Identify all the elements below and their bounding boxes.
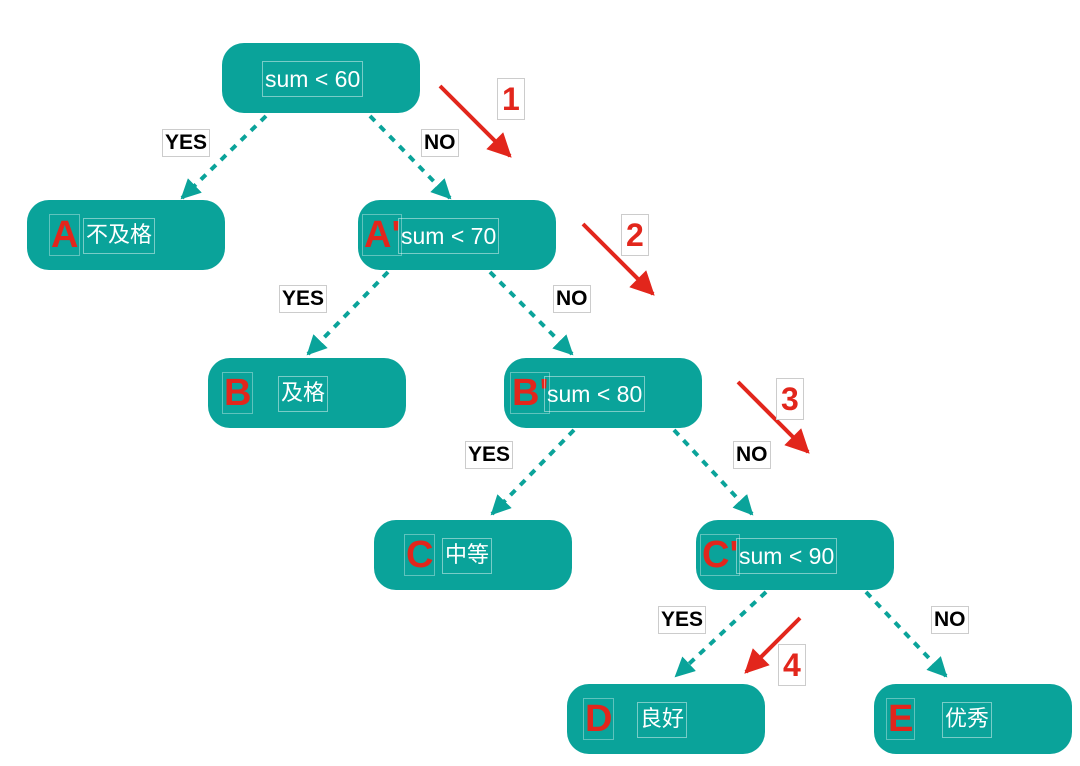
node-root: sum < 60 (222, 43, 420, 113)
node-c-prime-condition: sum < 90 (736, 538, 838, 574)
edge-b-prime-to-c (490, 428, 576, 516)
step-number-1: 1 (497, 78, 525, 120)
no-label-c-prime: NO (931, 606, 969, 634)
step-number-2: 2 (621, 214, 649, 256)
node-e-letter: E (886, 698, 916, 740)
node-d-letter: D (583, 698, 615, 740)
step-arrow-3 (736, 380, 810, 454)
no-label-root: NO (421, 129, 459, 157)
node-b: B 及格 (208, 358, 406, 428)
node-c-prime-letter: C' (700, 534, 741, 576)
node-c-prime: C' sum < 90 (696, 520, 894, 590)
edge-c-prime-to-e (864, 590, 948, 678)
root-condition: sum < 60 (262, 61, 364, 97)
step-number-4: 4 (778, 644, 806, 686)
node-b-prime-letter: B' (510, 372, 551, 414)
node-b-prime: B' sum < 80 (504, 358, 702, 428)
no-label-a-prime: NO (553, 285, 591, 313)
edge-root-to-a-prime (368, 114, 452, 200)
yes-label-root: YES (162, 129, 211, 157)
node-e: E 优秀 (874, 684, 1072, 754)
node-a: A 不及格 (27, 200, 225, 270)
yes-label-a-prime: YES (279, 285, 328, 313)
edge-a-prime-to-b (306, 270, 390, 356)
node-b-label: 及格 (278, 376, 329, 412)
node-c-letter: C (404, 534, 436, 576)
node-e-label: 优秀 (942, 702, 993, 738)
step-arrow-4 (744, 616, 802, 674)
node-a-prime: A' sum < 70 (358, 200, 556, 270)
edge-c-prime-to-d (674, 590, 768, 678)
edge-b-prime-to-c-prime (672, 428, 754, 516)
yes-label-c-prime: YES (658, 606, 707, 634)
node-a-prime-letter: A' (362, 214, 403, 256)
node-c-label: 中等 (442, 538, 493, 574)
node-c: C 中等 (374, 520, 572, 590)
node-d: D 良好 (567, 684, 765, 754)
node-b-letter: B (222, 372, 254, 414)
step-arrow-1 (438, 84, 512, 158)
node-b-prime-condition: sum < 80 (544, 376, 646, 412)
yes-label-b-prime: YES (465, 441, 514, 469)
node-a-label: 不及格 (83, 218, 156, 254)
no-label-b-prime: NO (733, 441, 771, 469)
edge-root-to-a (180, 114, 268, 200)
edge-a-prime-to-b-prime (488, 270, 574, 356)
node-d-label: 良好 (637, 702, 688, 738)
step-number-3: 3 (776, 378, 804, 420)
node-a-letter: A (49, 214, 81, 256)
node-a-prime-condition: sum < 70 (398, 218, 500, 254)
step-arrow-2 (581, 222, 655, 296)
